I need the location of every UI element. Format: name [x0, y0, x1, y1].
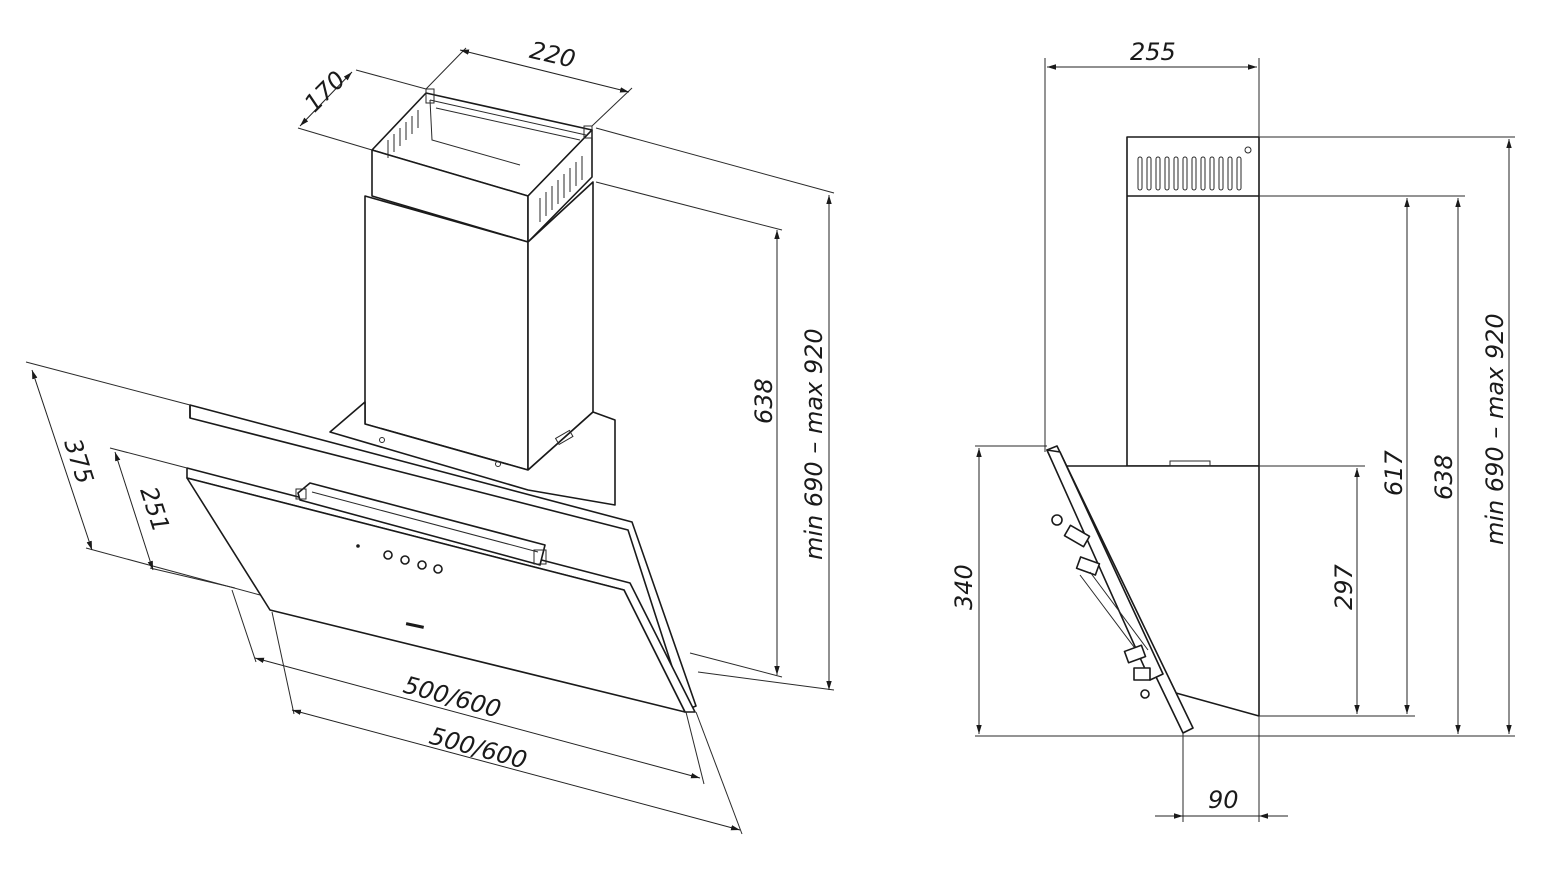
- dim-690-920-side-label: min 690 – max 920: [1481, 313, 1509, 545]
- dim-297-label: 297: [1330, 563, 1358, 610]
- side-view: 255 297 617 638 min 690 – max 920 340 90: [950, 38, 1515, 822]
- dim-617-label: 617: [1380, 449, 1408, 496]
- chimney-lower: [364, 181, 594, 471]
- side-glass-panel: [1046, 445, 1194, 734]
- dim-340-label: 340: [950, 564, 978, 610]
- dim-500-600-bottom-label: 500/600: [426, 722, 530, 775]
- dim-638-side-label: 638: [1430, 454, 1458, 500]
- hood-body: [329, 401, 616, 506]
- dim-255-label: 255: [1130, 38, 1176, 66]
- dim-90-label: 90: [1208, 786, 1239, 814]
- dim-638-label: 638: [750, 378, 778, 424]
- chimney-top: [371, 88, 593, 243]
- dim-170-label: 170: [299, 66, 351, 118]
- dim-690-920-label: min 690 – max 920: [800, 328, 828, 560]
- isometric-view: 220 170 638 min 690 – max 920 375 251 50…: [25, 36, 835, 835]
- dim-375-label: 375: [58, 435, 99, 487]
- dim-500-600-front-label: 500/600: [400, 671, 504, 724]
- glass-panel-front: [186, 467, 696, 713]
- dim-251-label: 251: [134, 483, 175, 535]
- dim-220-label: 220: [527, 36, 578, 74]
- side-chimney: [1126, 136, 1260, 467]
